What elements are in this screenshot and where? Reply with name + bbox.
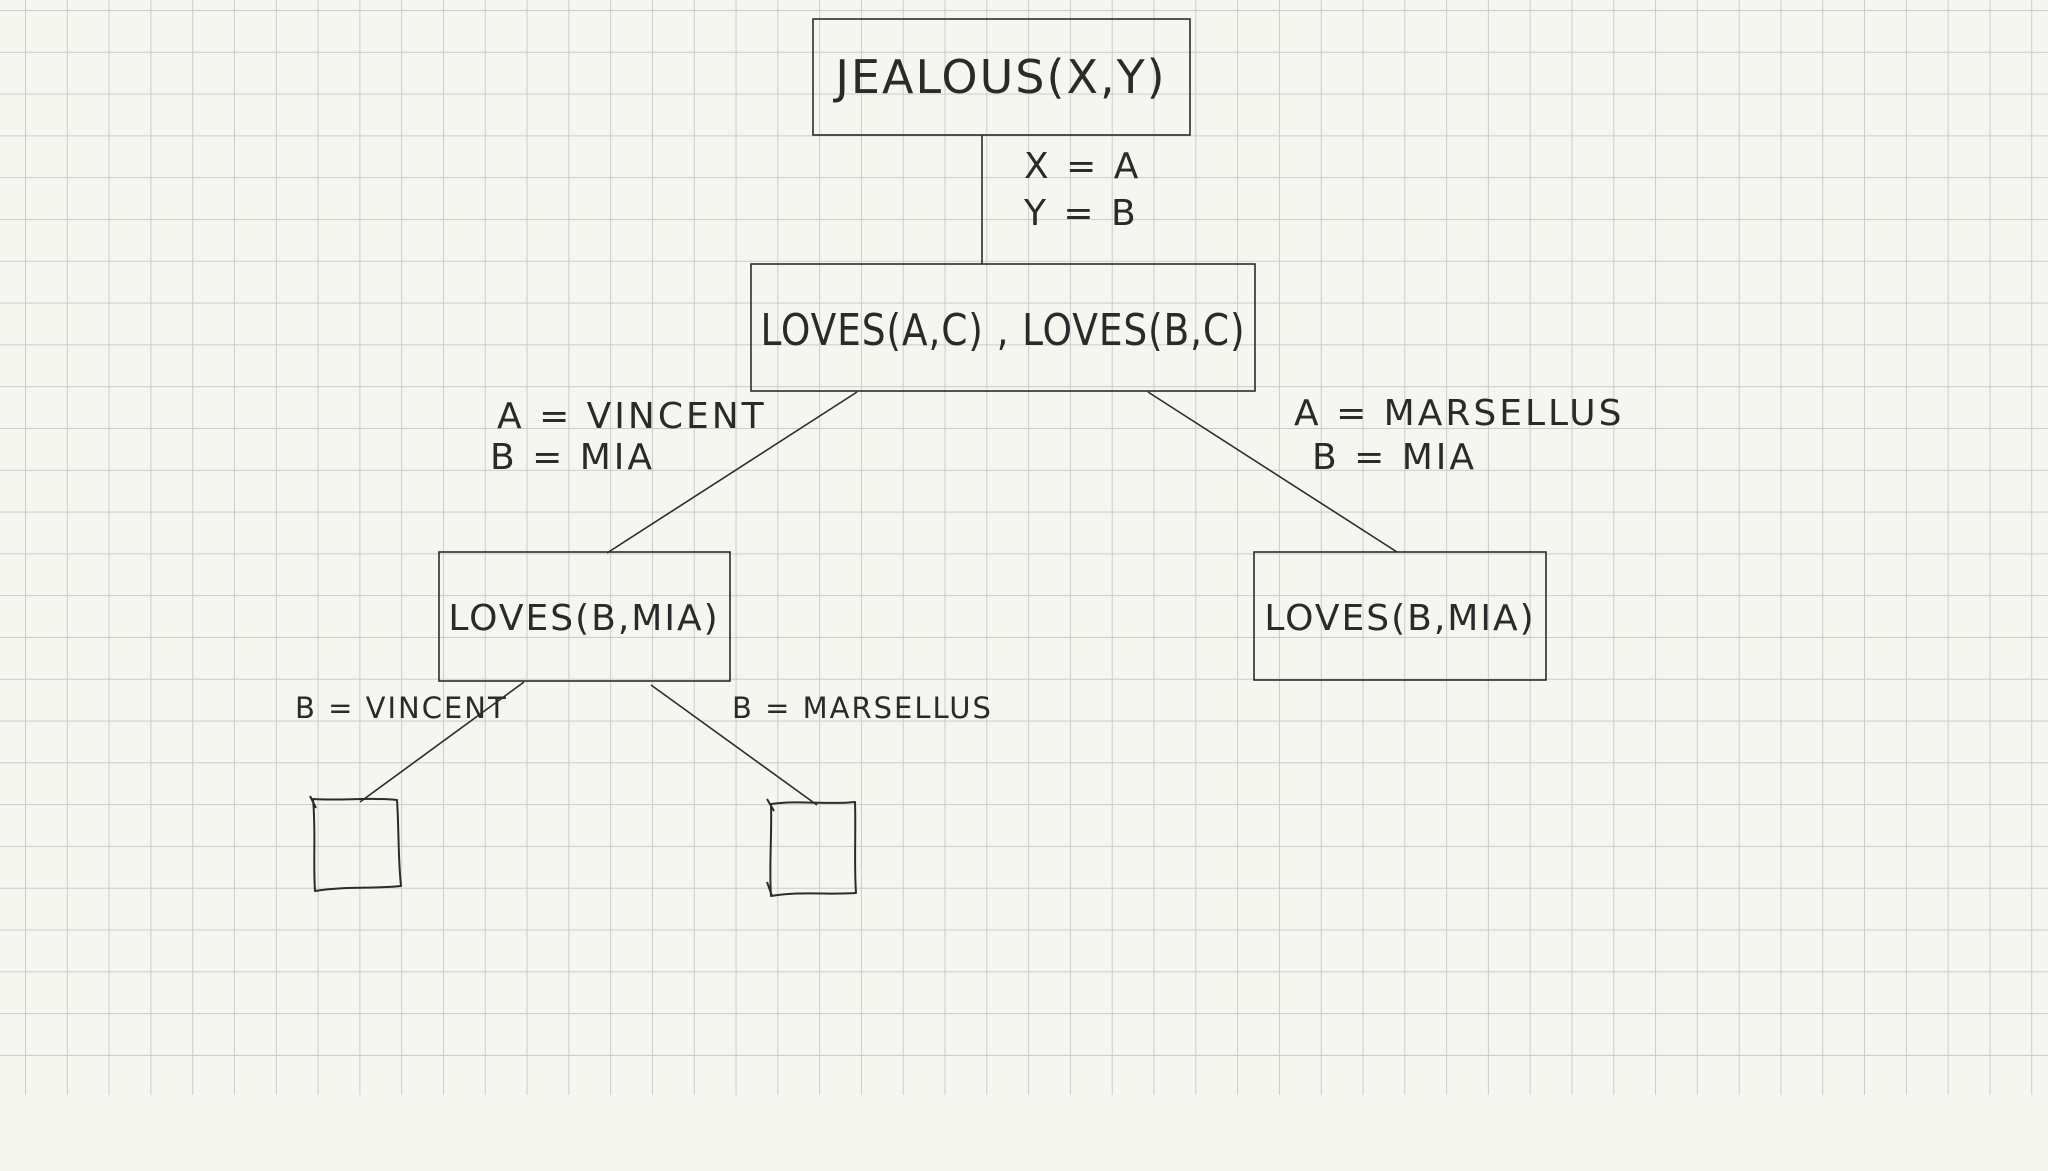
node-root-label: JEALOUS(X,Y) xyxy=(832,50,1166,104)
edge-label-b-eq-marsellus: B = MARSELLUS xyxy=(732,691,993,725)
edge-label-b-eq-mia-right: B = MIA xyxy=(1312,437,1477,478)
node-left-box xyxy=(438,551,731,682)
edge-left-to-leaf-1 xyxy=(359,681,525,803)
node-right: LOVES(B,MIA) xyxy=(1253,551,1547,681)
node-root: JEALOUS(X,Y) xyxy=(812,18,1191,136)
grid-paper-background xyxy=(0,0,2048,1095)
edge-middle-to-right xyxy=(1147,391,1398,553)
node-root-box xyxy=(812,18,1191,136)
edge-label-middle-to-left: A = VINCENT B = MIA xyxy=(490,396,767,478)
node-right-label: LOVES(B,MIA) xyxy=(1264,598,1535,639)
edge-label-left-to-leaf-2: B = MARSELLUS xyxy=(732,691,993,725)
edge-label-a-eq-marsellus: A = MARSELLUS xyxy=(1294,393,1625,434)
edge-label-y-eq-b: Y = B xyxy=(1023,193,1139,234)
edge-left-to-leaf-2 xyxy=(650,684,818,806)
edge-middle-to-left xyxy=(606,391,858,554)
node-right-box xyxy=(1253,551,1547,681)
edge-label-left-to-leaf-1: B = VINCENT xyxy=(295,691,508,725)
node-middle-label: LOVES(A,C) , LOVES(B,C) xyxy=(761,305,1246,356)
edge-label-x-eq-a: X = A xyxy=(1024,146,1141,187)
edge-label-b-eq-mia-left: B = MIA xyxy=(490,437,655,478)
edge-label-middle-to-right: A = MARSELLUS B = MIA xyxy=(1294,393,1625,478)
node-middle: LOVES(A,C) , LOVES(B,C) xyxy=(750,263,1256,392)
leaf-box-1 xyxy=(309,795,402,892)
node-left-label: LOVES(B,MIA) xyxy=(448,598,719,639)
edge-label-a-eq-vincent: A = VINCENT xyxy=(497,396,767,437)
leaf-box-2 xyxy=(766,798,857,897)
edge-label-root-to-middle: X = A Y = B xyxy=(1023,146,1141,234)
edge-label-b-eq-vincent: B = VINCENT xyxy=(295,691,508,725)
node-middle-box xyxy=(750,263,1256,392)
node-left: LOVES(B,MIA) xyxy=(438,551,731,682)
